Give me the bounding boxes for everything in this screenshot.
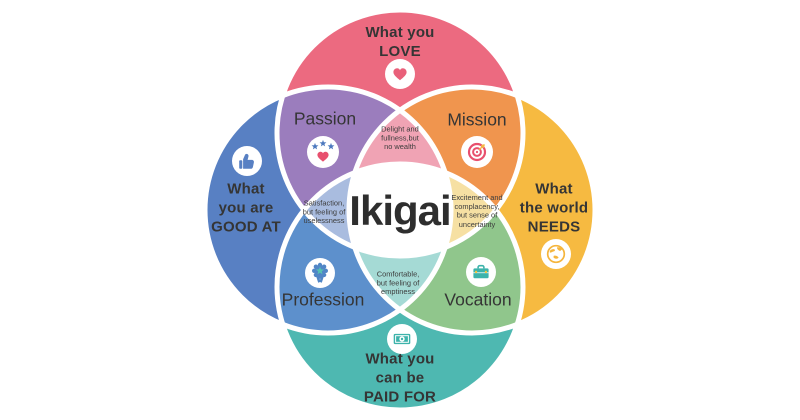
passion-label: Passion [293, 108, 357, 129]
briefcase-icon [466, 257, 496, 287]
note-right-label: Excitement and complacency, but sense of… [438, 193, 516, 228]
note-line: uncertainty [458, 219, 496, 229]
label-line: the world [519, 199, 589, 217]
dart [478, 144, 485, 151]
label-line: NEEDS [527, 218, 581, 236]
region-note-top [349, 87, 451, 256]
label-line: can be [375, 369, 425, 387]
profession-label: Profession [281, 289, 365, 310]
border-paid-for [274, 161, 526, 413]
border-love [274, 7, 526, 259]
note-line: complacency, [454, 202, 500, 211]
label-line: What you [365, 24, 435, 41]
vocation-label: Vocation [444, 289, 512, 310]
good-at-label: What you are GOOD AT [211, 180, 281, 237]
note-line: but feeling of [302, 207, 346, 216]
region-note-left [277, 164, 451, 256]
note-line: fullness,but [381, 133, 419, 142]
thumbs-up-icon [232, 146, 262, 176]
region-note-bottom [349, 164, 451, 333]
label-line: What [227, 180, 265, 198]
note-line: Delight and [381, 124, 419, 134]
money-icon [387, 324, 417, 354]
note-bottom-label: Comfortable, but feeling of emptiness [359, 270, 437, 297]
note-top-label: Delight and fullness,but no wealth [361, 125, 439, 152]
label-line: PAID FOR [363, 388, 437, 406]
label-line: you are [218, 199, 274, 217]
needs-label: What the world NEEDS [520, 180, 588, 237]
stars [311, 139, 335, 150]
region-note-right [349, 164, 523, 256]
border-needs [346, 84, 598, 336]
note-line: uselessness [303, 216, 345, 225]
label-line: What you [365, 350, 435, 368]
paid-for-label: What you can be PAID FOR [364, 350, 436, 407]
note-line: emptiness [381, 287, 415, 296]
label-line: What [535, 180, 573, 198]
note-line: but sense of [456, 211, 498, 220]
note-line: Excitement and [451, 193, 503, 202]
heart-stars-icon [307, 136, 339, 168]
label-line: LOVE [379, 43, 421, 60]
rosette-icon [305, 258, 335, 288]
mission-label: Mission [447, 109, 507, 130]
continents [549, 247, 563, 259]
circle-borders [202, 7, 598, 413]
border-good-at [202, 84, 454, 336]
globe-icon [541, 239, 571, 269]
note-left-label: Satisfaction, but feeling of uselessness [285, 199, 363, 226]
note-line: no wealth [384, 142, 416, 151]
note-line: Satisfaction, [303, 198, 345, 208]
love-label: What you LOVE [365, 23, 434, 61]
label-line: GOOD AT [211, 218, 281, 236]
ikigai-title: Ikigai [349, 187, 451, 234]
target-icon [461, 136, 493, 168]
note-line: but feeling of [376, 278, 420, 287]
heart-icon [385, 59, 415, 89]
note-line: Comfortable, [376, 269, 420, 279]
